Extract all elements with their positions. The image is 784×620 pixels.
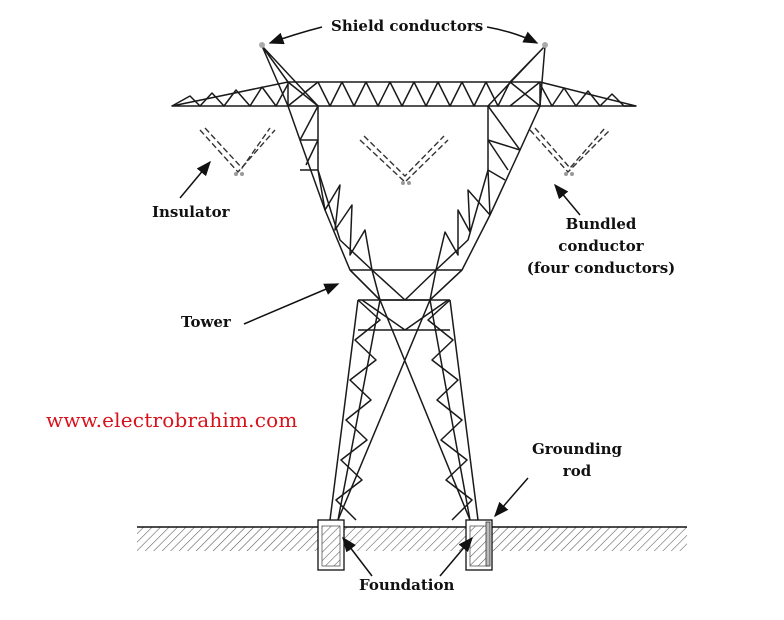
foundation-left bbox=[317, 519, 345, 571]
label-bundled-line3: (four conductors) bbox=[526, 259, 676, 277]
label-grounding-line1: Grounding bbox=[531, 440, 623, 458]
shield-wire-tips bbox=[259, 42, 548, 48]
label-grounding-line2: rod bbox=[562, 462, 592, 480]
label-shield-conductors: Shield conductors bbox=[331, 17, 484, 35]
label-insulator: Insulator bbox=[152, 203, 230, 221]
insulators bbox=[199, 127, 611, 183]
label-bundled-line1: Bundled bbox=[565, 215, 637, 233]
tower-structure bbox=[171, 45, 637, 521]
label-tower: Tower bbox=[181, 313, 231, 331]
label-bundled-line2: conductor bbox=[558, 237, 644, 255]
label-foundation: Foundation bbox=[359, 576, 455, 594]
watermark-url: www.electrobrahim.com bbox=[46, 408, 298, 432]
ground bbox=[137, 526, 687, 551]
conductor-bundles bbox=[234, 172, 574, 185]
grounding-rod bbox=[485, 521, 491, 567]
callout-arrows bbox=[179, 26, 581, 577]
label-grounding-rod: Grounding rod bbox=[522, 438, 632, 482]
label-bundled-conductor: Bundled conductor (four conductors) bbox=[526, 213, 676, 279]
